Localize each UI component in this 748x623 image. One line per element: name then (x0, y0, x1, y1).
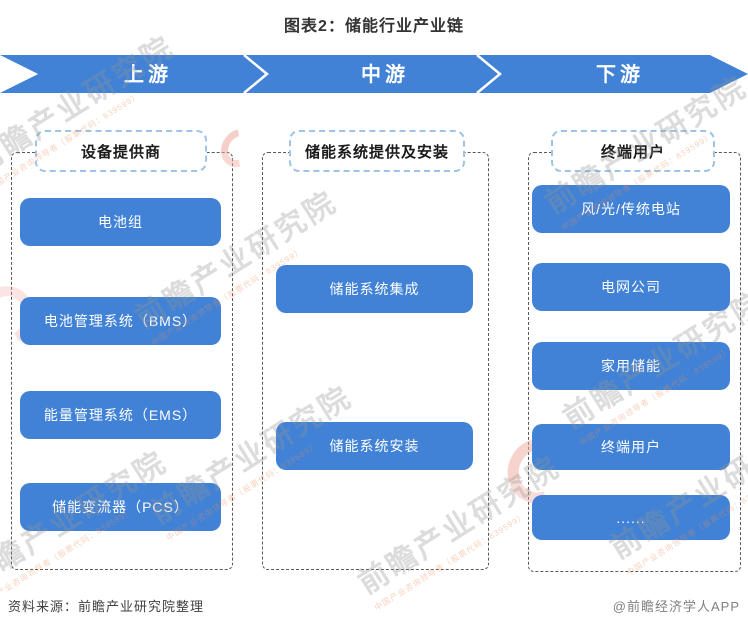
chevron-separator-icon (476, 55, 502, 93)
node-battery-pack: 电池组 (20, 198, 221, 246)
node-home-storage: 家用储能 (532, 342, 730, 390)
source-note: 资料来源：前瞻产业研究院整理 (8, 599, 205, 614)
node-power-stations: 风/光/传统电站 (532, 185, 730, 233)
column-header-end-users: 终端用户 (551, 130, 715, 172)
column-midstream-container (262, 152, 489, 570)
chevron-separator-icon (243, 55, 269, 93)
node-system-integration: 储能系统集成 (276, 265, 473, 313)
banner-segment-upstream: 上游 (124, 64, 172, 86)
column-header-system-supply-install: 储能系统提供及安装 (289, 130, 465, 172)
node-bms: 电池管理系统（BMS） (20, 297, 221, 345)
chevron-banner (0, 55, 748, 93)
node-ems: 能量管理系统（EMS） (20, 391, 221, 439)
page-title: 图表2：储能行业产业链 (284, 18, 464, 35)
node-end-users: 终端用户 (532, 424, 730, 470)
node-grid-company: 电网公司 (532, 263, 730, 311)
banner-segment-midstream: 中游 (361, 64, 409, 86)
node-system-installation: 储能系统安装 (276, 422, 473, 470)
column-header-equipment-providers: 设备提供商 (35, 130, 207, 172)
banner-segment-downstream: 下游 (596, 64, 644, 86)
node-ellipsis: ...... (532, 495, 730, 540)
credit-note: @前瞻经济学人APP (612, 599, 740, 614)
node-pcs: 储能变流器（PCS） (20, 483, 221, 531)
